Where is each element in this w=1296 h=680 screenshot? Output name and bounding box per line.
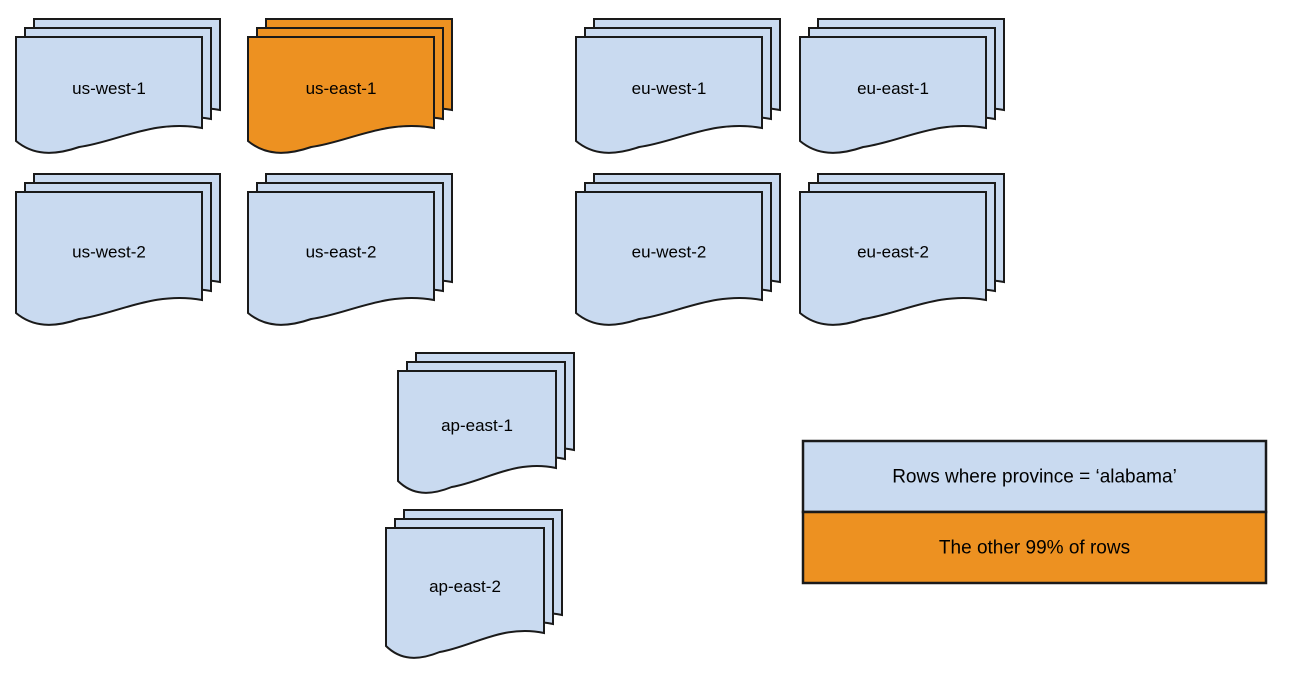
stack-label-us-east-2: us-east-2 [306,242,377,261]
document-front-sheet-us-west-1 [15,36,203,154]
document-stack-ap-east-2[interactable]: ap-east-2 [385,509,563,659]
document-stack-eu-west-1[interactable]: eu-west-1 [575,18,781,154]
legend-row-blue-swatch [801,439,1268,514]
legend-group: Rows where province = ‘alabama’ The other… [801,439,1268,585]
stack-label-ap-east-1: ap-east-1 [441,416,513,435]
document-front-sheet-ap-east-2 [385,527,545,659]
stack-label-eu-west-2: eu-west-2 [632,242,707,261]
document-front-sheet-eu-east-1 [799,36,987,154]
stack-label-ap-east-2: ap-east-2 [429,577,501,596]
document-front-sheet-ap-east-1 [397,370,557,494]
document-front-sheet-us-east-2 [247,191,435,326]
document-front-sheet-eu-west-1 [575,36,763,154]
legend-row-blue-text: Rows where province = ‘alabama’ [892,467,1177,488]
document-stack-us-west-2[interactable]: us-west-2 [15,173,221,326]
stack-label-us-east-1: us-east-1 [306,79,377,98]
document-front-sheet-us-west-2 [15,191,203,326]
document-front-sheet-eu-west-2 [575,191,763,326]
stack-label-eu-east-2: eu-east-2 [857,242,929,261]
stack-label-eu-west-1: eu-west-1 [632,79,707,98]
legend-row-orange-swatch [801,510,1268,585]
document-stack-eu-east-2[interactable]: eu-east-2 [799,173,1005,326]
document-stack-eu-west-2[interactable]: eu-west-2 [575,173,781,326]
stack-label-eu-east-1: eu-east-1 [857,79,929,98]
document-stacks-group: us-west-1 us-east-1 eu-west-1 eu-east-1 us-w… [15,18,1005,659]
document-stack-us-west-1[interactable]: us-west-1 [15,18,221,154]
stack-label-us-west-1: us-west-1 [72,79,146,98]
document-stack-us-east-1[interactable]: us-east-1 [247,18,453,154]
legend-row-orange-text: The other 99% of rows [939,538,1130,559]
stack-label-us-west-2: us-west-2 [72,242,146,261]
document-stack-eu-east-1[interactable]: eu-east-1 [799,18,1005,154]
document-stack-us-east-2[interactable]: us-east-2 [247,173,453,326]
document-front-sheet-eu-east-2 [799,191,987,326]
document-front-sheet-us-east-1 [247,36,435,154]
document-stack-ap-east-1[interactable]: ap-east-1 [397,352,575,494]
